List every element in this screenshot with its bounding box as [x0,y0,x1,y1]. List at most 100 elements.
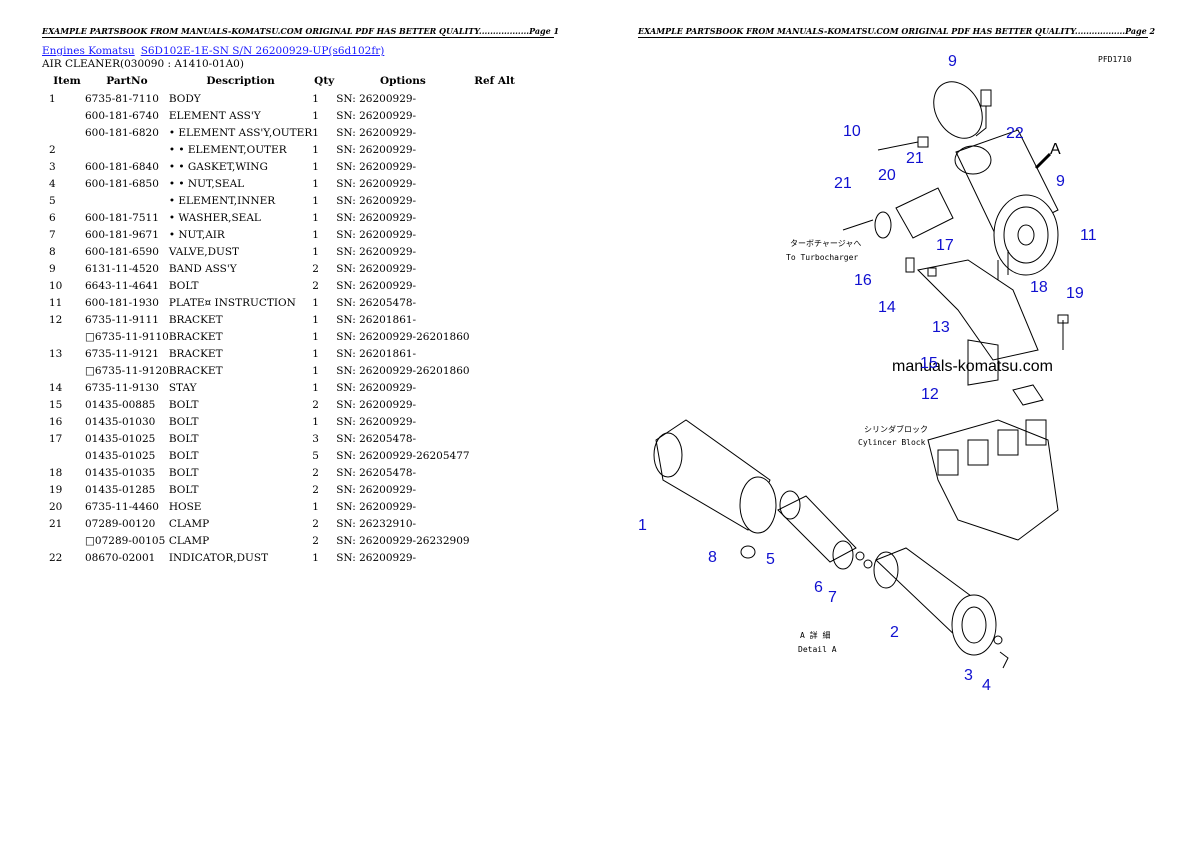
cell-qty: 1 [312,143,319,156]
cell-partno: 08670-02001 [85,551,156,564]
cell-refalt [470,107,520,124]
cell-refalt [470,311,520,328]
cell-partno: 600-181-6740 [85,109,159,122]
cell-partno [85,192,169,209]
cell-partno: 6131-11-4520 [85,262,159,275]
cell-refalt [470,277,520,294]
cell-item: 16 [49,415,63,428]
cell-options: SN: 26200929- [336,92,417,105]
cell-partno: 600-181-1930 [85,296,159,309]
callout-number: 20 [878,167,896,184]
cell-partno: 01435-01025 [85,432,156,445]
cell-qty: 1 [312,500,319,513]
cell-refalt [470,481,520,498]
cell-item: 4 [49,177,56,190]
cell-description: INDICATOR,DUST [168,551,269,564]
page1-header: EXAMPLE PARTSBOOK FROM MANUALS-KOMATSU.C… [42,26,560,38]
cell-partno: 600-181-9671 [85,228,159,241]
col-partno: PartNo [106,75,148,87]
cell-item: 6 [49,211,56,224]
cell-partno: 6735-11-9121 [85,347,159,360]
turbo-label-jp: ターボチャージャへ [790,239,861,248]
parts-list-panel: Engines Komatsu S6D102E-1E-SN S/N 2620092… [42,45,562,566]
page2-header: EXAMPLE PARTSBOOK FROM MANUALS-KOMATSU.C… [638,26,1156,38]
cell-refalt [470,192,520,209]
cell-refalt [470,532,520,549]
cell-options: SN: 26200929- [336,211,417,224]
cell-description: BRACKET [168,364,223,377]
callout-number: 3 [964,667,973,684]
cell-qty: 2 [312,466,319,479]
cell-options: SN: 26200929- [336,143,417,156]
callout-number: 1 [638,517,647,534]
cell-qty: 1 [312,160,319,173]
cell-options: SN: 26200929-26205477 [336,449,470,462]
cell-options: SN: 26232910- [336,517,417,530]
cell-description: ELEMENT ASS'Y [168,109,261,122]
cell-item: 20 [49,500,63,513]
callout-number: 14 [878,299,896,316]
cell-qty: 2 [312,483,319,496]
breadcrumb-link-model[interactable]: S6D102E-1E-SN S/N 26200929-UP(s6d102fr) [140,45,385,57]
cell-partno: 6735-11-9130 [85,381,159,394]
cell-item [42,447,85,464]
parts-table: Item PartNo Description Qty Options Ref … [42,72,520,566]
cell-description: CLAMP [168,534,210,547]
cell-description: BODY [168,92,201,105]
cell-qty: 1 [312,347,319,360]
cell-qty: 1 [312,296,319,309]
cell-qty: 1 [312,313,319,326]
cell-description: • • NUT,SEAL [168,177,245,190]
cell-description: • ELEMENT,INNER [168,194,276,207]
cell-options: SN: 26205478- [336,432,417,445]
cell-description: VALVE,DUST [168,245,240,258]
cell-options: SN: 26200929- [336,177,417,190]
cell-refalt [470,413,520,430]
diagram-code: PFD1710 [1098,55,1132,64]
cell-item: 11 [49,296,63,309]
cell-options: SN: 26201861- [336,313,417,326]
cell-refalt [470,243,520,260]
cell-options: SN: 26200929- [336,381,417,394]
cell-options: SN: 26200929- [336,160,417,173]
cell-description: • NUT,AIR [168,228,225,241]
breadcrumb-link-engines[interactable]: Engines Komatsu [42,45,135,57]
cell-partno: □07289-00105 [85,534,166,547]
cell-refalt [470,515,520,532]
cell-item: 1 [49,92,56,105]
cell-qty: 1 [312,245,319,258]
cell-qty: 2 [312,262,319,275]
cell-partno: 600-181-6590 [85,245,159,258]
col-options: Options [379,75,426,87]
cylinder-label-en: Cylincer Block [858,438,926,447]
cell-refalt [470,362,520,379]
callout-number: 10 [843,123,861,140]
cell-refalt [470,328,520,345]
cell-refalt [470,260,520,277]
cell-item [42,107,85,124]
cell-partno: 07289-00120 [85,517,156,530]
cell-description: STAY [168,381,197,394]
cell-description: BRACKET [168,347,223,360]
callout-number: 22 [1006,125,1024,142]
cell-qty: 3 [312,432,319,445]
cell-refalt [470,345,520,362]
cell-options: SN: 26200929- [336,126,417,139]
cell-options: SN: 26200929- [336,483,417,496]
callout-number: 21 [834,175,852,192]
